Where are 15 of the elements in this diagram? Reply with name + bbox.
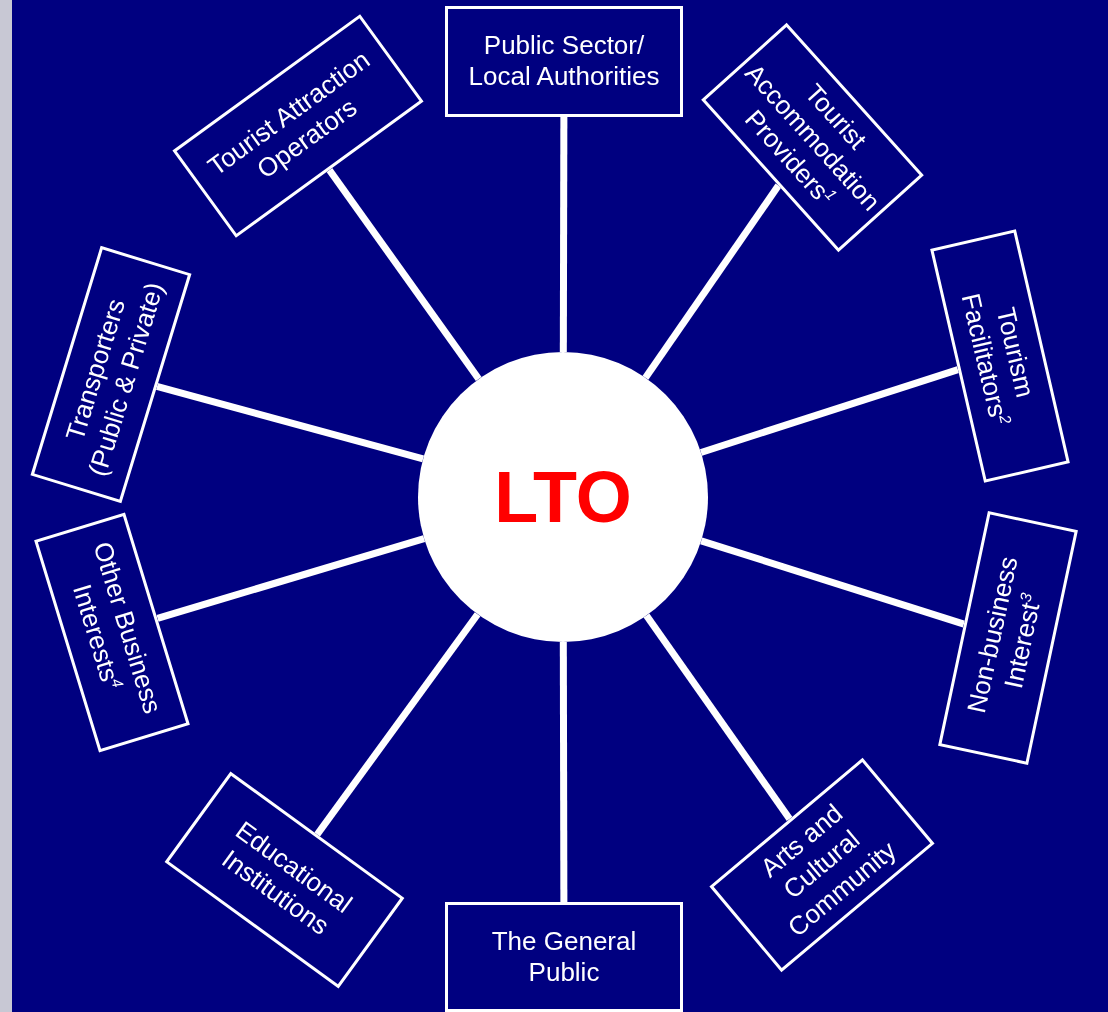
stakeholder-label: The General Public: [490, 925, 638, 989]
connector-line: [156, 535, 426, 622]
connector-line: [642, 183, 782, 380]
connector-line: [559, 116, 568, 352]
connector-line: [643, 613, 793, 822]
connector-line: [559, 642, 568, 902]
stakeholder-box: [445, 902, 683, 1012]
connector-line: [155, 383, 424, 463]
connector-line: [326, 167, 482, 382]
stakeholder-box: [445, 5, 683, 117]
center-label: LTO: [494, 456, 632, 538]
connector-line: [700, 537, 965, 628]
connector-line: [314, 612, 481, 837]
stakeholder-label: Public Sector/ Local Authorities: [467, 29, 661, 93]
connector-line: [699, 366, 960, 456]
